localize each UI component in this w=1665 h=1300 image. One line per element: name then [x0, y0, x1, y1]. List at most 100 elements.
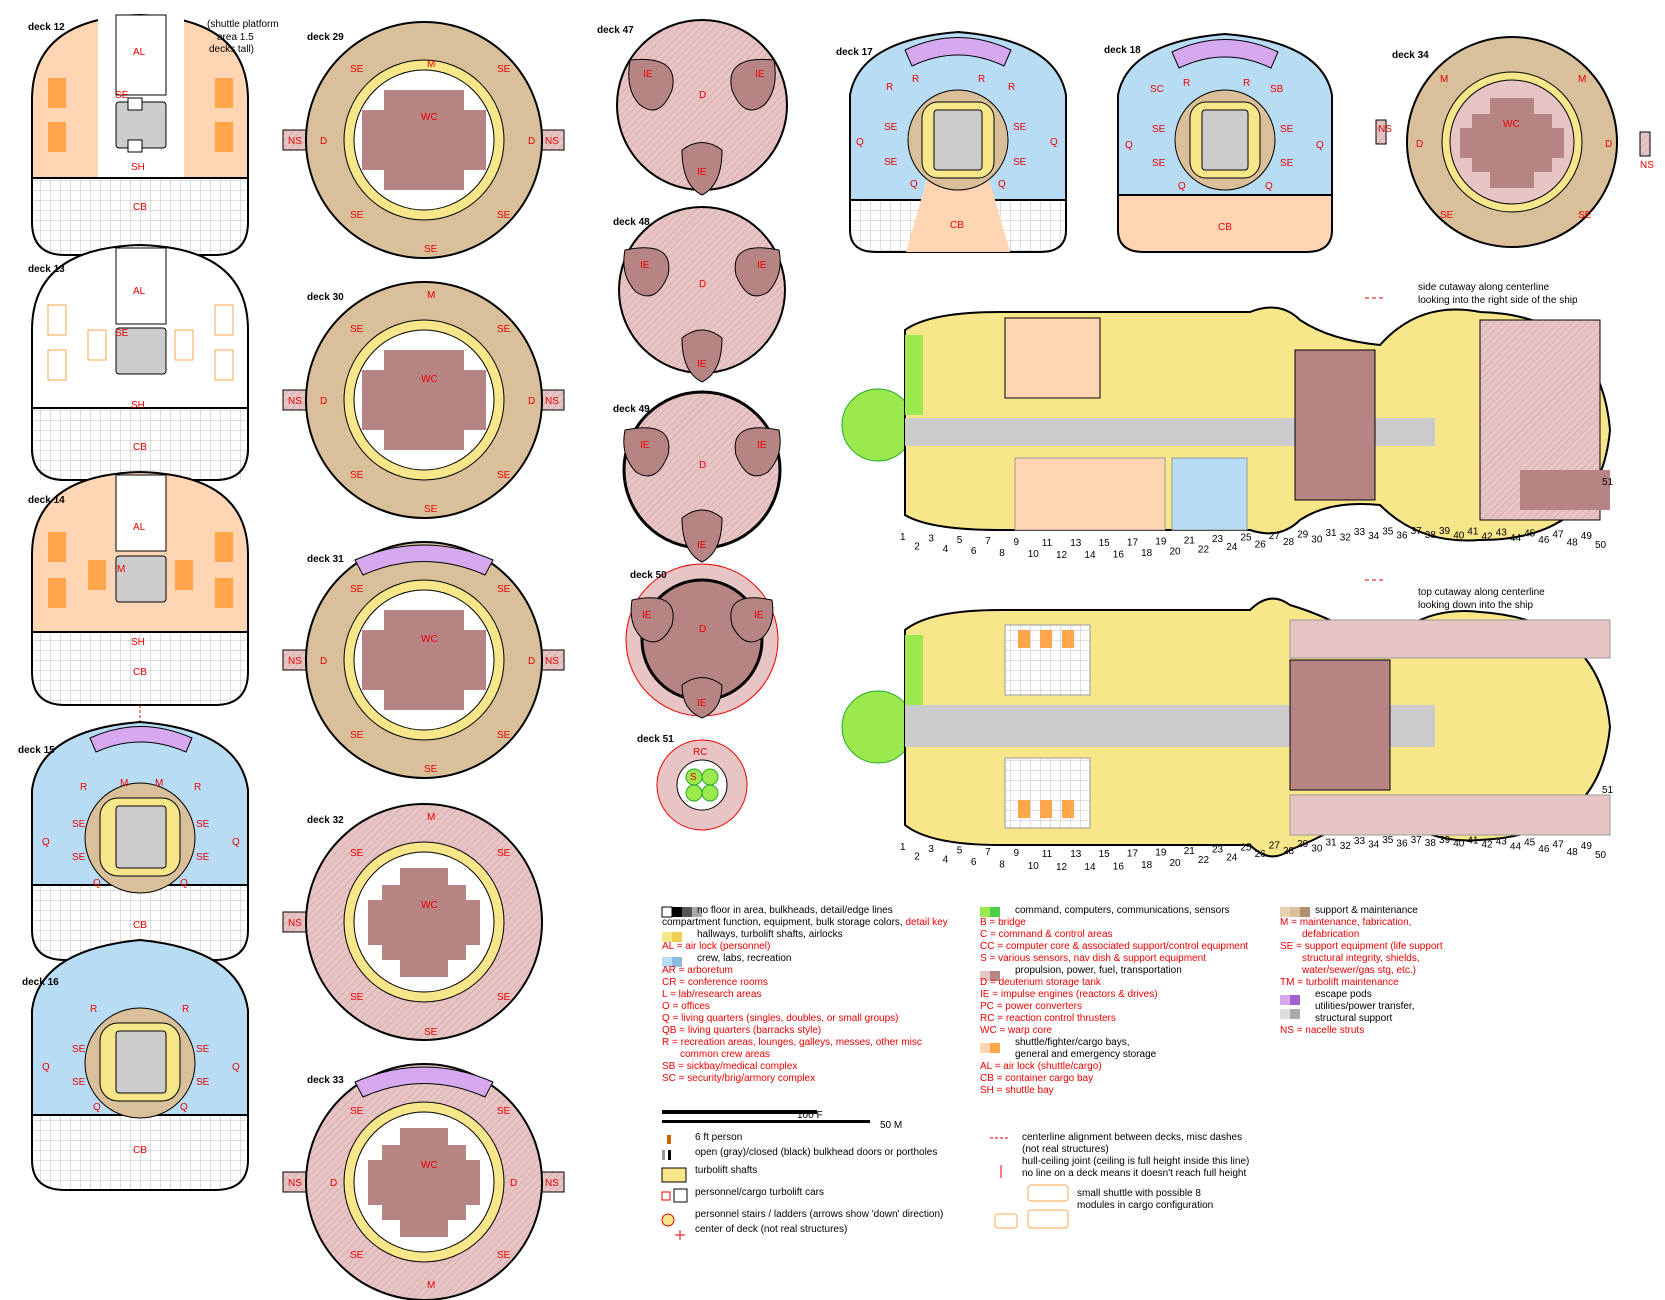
deck-32-title: deck 32	[307, 815, 344, 826]
deck-49-title: deck 49	[613, 404, 650, 415]
legend-entry: compartment function, equipment, bulk st…	[662, 917, 948, 928]
legend-entry: AL = air lock (personnel)	[662, 941, 771, 952]
deck-number: 10	[1028, 861, 1040, 872]
deck-number: 48	[1567, 538, 1579, 549]
deck-14-plan	[31, 470, 249, 725]
deck-32-se-1: SE	[350, 848, 364, 859]
legend-entry: SB = sickbay/medical complex	[662, 1061, 798, 1072]
deck-number: 25	[1240, 532, 1252, 543]
deck-29-se-5: SE	[424, 244, 438, 255]
deck-29-title: deck 29	[307, 32, 344, 43]
deck-number: 7	[985, 847, 991, 858]
deck-15-m-right: M	[155, 778, 163, 789]
deck-29-m: M	[427, 59, 435, 70]
deck-number: 36	[1396, 530, 1408, 541]
deck-number: 26	[1255, 539, 1267, 550]
deck-number: 46	[1538, 535, 1550, 546]
deck-18-r-2: R	[1243, 78, 1250, 89]
deck-29-se-4: SE	[497, 210, 511, 221]
deck-number: 50	[1595, 850, 1607, 861]
deck-51-title: deck 51	[637, 734, 674, 745]
deck-29-se-3: SE	[350, 210, 364, 221]
deck-50-plan	[625, 563, 779, 719]
deck-number: 12	[1056, 550, 1068, 561]
deck-14-title: deck 14	[28, 495, 65, 506]
deck-number: 35	[1382, 835, 1394, 846]
deck-number: 27	[1269, 841, 1281, 852]
deck-51-s: S	[690, 772, 697, 783]
deck-18-q-left: Q	[1125, 140, 1133, 151]
top-cutaway	[841, 597, 1612, 858]
deck-number: 18	[1141, 548, 1153, 559]
deck-12-sh: SH	[131, 162, 145, 173]
deck-17-se-3: SE	[884, 157, 898, 168]
legend-entry: D = deuterium storage tank	[980, 977, 1101, 988]
deck-number: 50	[1595, 540, 1607, 551]
deck-number: 31	[1326, 528, 1338, 539]
deck-15-q-bl: Q	[93, 878, 101, 889]
deck-15-se-3: SE	[72, 852, 86, 863]
deck-number: 12	[1056, 862, 1068, 873]
scale-100f: 100 F	[797, 1110, 823, 1121]
deck-number: 32	[1340, 533, 1352, 544]
deck-34-wc: WC	[1503, 119, 1520, 130]
legend-entry: escape pods	[1315, 989, 1372, 1000]
legend-shuttle-2: modules in cargo configuration	[1077, 1200, 1214, 1211]
legend-entry: R = recreation areas, lounges, galleys, …	[662, 1037, 922, 1048]
deck-47-ie-3: IE	[697, 167, 707, 178]
deck-33-d-right: D	[510, 1178, 517, 1189]
deck-49-plan	[622, 390, 782, 563]
deck-31-se-1: SE	[350, 584, 364, 595]
deck-48-ie-3: IE	[697, 359, 707, 370]
legend-entry: defabrication	[1302, 929, 1360, 940]
deck-29-se-2: SE	[497, 64, 511, 75]
deck-number: 40	[1453, 839, 1465, 850]
deck-number: 18	[1141, 860, 1153, 871]
deck-number: 35	[1382, 526, 1394, 537]
deck-15-se-1: SE	[72, 819, 86, 830]
deck-29-se-1: SE	[350, 64, 364, 75]
deck-50-ie-3: IE	[697, 698, 707, 709]
deck-16-q-br: Q	[180, 1102, 188, 1113]
deck-50-d: D	[699, 624, 706, 635]
deck-13-sh: SH	[131, 400, 145, 411]
legend-entry: SE = support equipment (life support	[1280, 941, 1443, 952]
deck-34-m-left: M	[1440, 74, 1448, 85]
deck-29-wc: WC	[421, 112, 438, 123]
deck-number: 11	[1042, 538, 1053, 549]
deck-31-se-5: SE	[424, 764, 438, 775]
deck-number: 4	[943, 855, 949, 866]
deck-15-q-left: Q	[42, 837, 50, 848]
deck-14-al: AL	[133, 522, 146, 533]
deck-number: 8	[999, 859, 1005, 870]
legend-swatches	[661, 906, 1310, 1240]
deck-number: 23	[1212, 534, 1224, 545]
deck-14-sh: SH	[131, 637, 145, 648]
deck-29-d-left: D	[320, 136, 327, 147]
deck-18-sc: SC	[1150, 84, 1164, 95]
deck-16-plan	[31, 938, 249, 1191]
legend-entry: PC = power converters	[980, 1001, 1082, 1012]
deck-13-al: AL	[133, 286, 146, 297]
deck-number: 44	[1510, 533, 1522, 544]
deck-34-d-right: D	[1605, 139, 1612, 150]
top-cutaway-end-label: 51	[1602, 785, 1614, 796]
legend-entry: L = lab/research areas	[662, 989, 762, 1000]
legend-centerline-2: (not real structures)	[1022, 1144, 1109, 1155]
deck-number: 28	[1283, 537, 1295, 548]
legend-entry: IE = impulse engines (reactors & drives)	[980, 989, 1158, 1000]
deck-number: 25	[1240, 843, 1252, 854]
legend-person: 6 ft person	[695, 1132, 743, 1143]
deck-32-se-5: SE	[424, 1027, 438, 1038]
deck-number: 19	[1155, 847, 1167, 858]
deck-number: 8	[999, 548, 1005, 559]
deck-number: 24	[1226, 852, 1238, 863]
deck-number: 48	[1567, 847, 1579, 858]
deck-number: 24	[1226, 542, 1238, 553]
deck-number: 34	[1368, 839, 1380, 850]
deck-32-plan	[282, 803, 543, 1041]
legend-entry: Q = living quarters (singles, doubles, o…	[662, 1013, 899, 1024]
deck-12-al: AL	[133, 47, 146, 58]
deck-17-title: deck 17	[836, 47, 873, 58]
deck-18-se-2: SE	[1280, 124, 1294, 135]
